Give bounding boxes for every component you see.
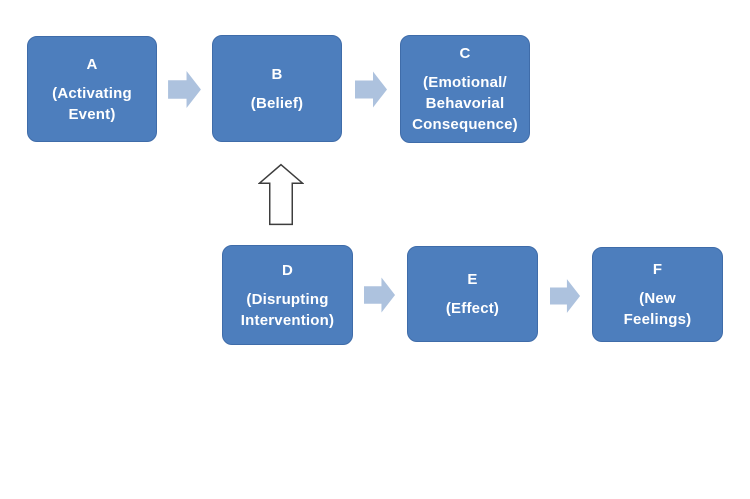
box-effect: E (Effect) — [407, 246, 538, 342]
box-new-feelings: F (New Feelings) — [592, 247, 723, 342]
right-arrow-icon — [355, 71, 387, 108]
right-arrow-shape — [168, 71, 201, 108]
box-label: (Emotional/ Behavorial Consequence) — [412, 74, 518, 133]
box-label: (New Feelings) — [623, 290, 692, 328]
right-arrow-shape — [364, 277, 396, 313]
box-letter: B — [271, 65, 283, 83]
up-arrow-shape — [258, 163, 304, 226]
box-belief: B (Belief) — [212, 35, 342, 142]
up-arrow-icon — [258, 163, 304, 226]
box-label: (Effect) — [445, 300, 500, 317]
box-letter: C — [459, 45, 471, 62]
right-arrow-icon — [168, 71, 201, 108]
box-disrupting-intervention: D (Disrupting Intervention) — [222, 245, 353, 345]
box-letter: F — [652, 261, 663, 278]
box-letter: E — [467, 271, 478, 288]
right-arrow-shape — [550, 279, 581, 313]
box-label: (Disrupting Intervention) — [240, 290, 335, 329]
box-letter: A — [86, 55, 98, 73]
box-label: (Belief) — [250, 94, 304, 112]
box-activating-event: A (Activating Event) — [27, 36, 157, 142]
box-letter: D — [281, 261, 294, 279]
right-arrow-shape — [355, 71, 387, 108]
box-label: (Activating Event) — [52, 84, 132, 123]
box-emotional-behavorial-consequence: C (Emotional/ Behavorial Consequence) — [400, 35, 530, 143]
right-arrow-icon — [364, 277, 396, 313]
right-arrow-icon — [550, 279, 581, 313]
